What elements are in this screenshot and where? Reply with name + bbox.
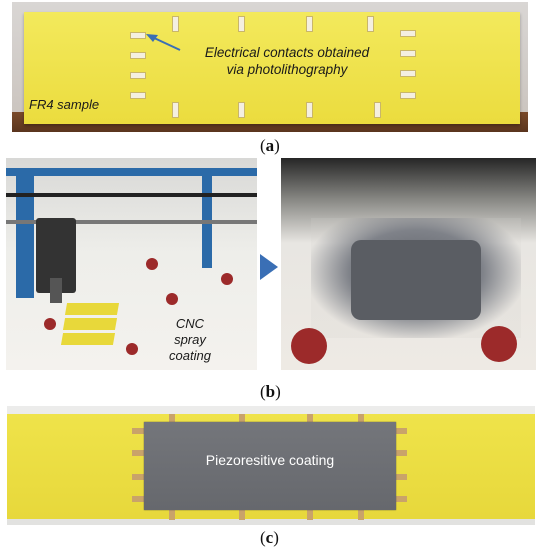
cnc-frame-left [16, 168, 34, 298]
cnc-label-line-2: spray [174, 332, 206, 347]
electrical-contact [400, 92, 416, 99]
sapienza-logo-icon [126, 343, 138, 355]
sapienza-logo-icon [481, 326, 517, 362]
sapienza-logo-icon [221, 273, 233, 285]
electrical-contact [172, 16, 179, 32]
cnc-frame-right [202, 168, 212, 268]
panel-a-photo: Electrical contacts obtained via photoli… [12, 2, 528, 132]
electrical-contact [306, 102, 313, 118]
caption-paren: ( [260, 528, 266, 547]
electrical-contact [391, 496, 407, 502]
caption-paren: ( [260, 382, 266, 401]
electrical-contact [132, 450, 148, 456]
electrical-contact [400, 50, 416, 57]
caption-paren: ( [260, 136, 266, 155]
panel-b-right-photo [281, 158, 536, 370]
sample-label: FR4 sample [29, 97, 100, 112]
electrical-contact [391, 428, 407, 434]
piezoresistive-coating [144, 422, 396, 510]
electrical-contact [391, 474, 407, 480]
electrical-contact [391, 450, 407, 456]
electrical-contact [306, 16, 313, 32]
electrical-contact [130, 72, 146, 79]
electrical-contact [358, 504, 364, 520]
sapienza-logo-icon [44, 318, 56, 330]
panel-c-photo: Piezoresitive coating [7, 406, 535, 525]
electrical-contact [132, 428, 148, 434]
caption-b: (b) [260, 382, 281, 402]
cnc-label: CNC spray coating [169, 316, 211, 364]
annotation-arrow-icon [146, 34, 181, 51]
electrical-contact [238, 102, 245, 118]
electrical-contact [307, 504, 313, 520]
fr4-sample [64, 303, 120, 315]
sapienza-logo-icon [166, 293, 178, 305]
sapienza-logo-icon [146, 258, 158, 270]
caption-letter: b [265, 382, 276, 401]
caption-c: (c) [260, 528, 279, 548]
cnc-rod [6, 220, 257, 224]
electrical-contact [400, 70, 416, 77]
fr4-sample [60, 333, 116, 345]
electrical-contact [130, 32, 146, 39]
cnc-frame-top [6, 168, 257, 176]
electrical-contact [172, 102, 179, 118]
cnc-nozzle [50, 278, 62, 303]
annotation-line-2: via photolithography [226, 62, 348, 77]
coated-samples [351, 240, 481, 320]
electrical-contact [367, 16, 374, 32]
caption-paren: ) [274, 136, 280, 155]
electrical-contact [400, 30, 416, 37]
caption-paren: ) [275, 382, 281, 401]
fr4-sample [62, 318, 118, 330]
electrical-contact [130, 52, 146, 59]
sapienza-logo-icon [291, 328, 327, 364]
annotation-text: Electrical contacts obtained via photoli… [172, 44, 402, 78]
caption-letter: c [265, 528, 274, 547]
electrical-contact [169, 504, 175, 520]
fr4-board [24, 12, 520, 124]
cnc-label-line-1: CNC [175, 316, 205, 331]
process-arrow-icon [260, 254, 278, 280]
electrical-contact [130, 92, 146, 99]
electrical-contact [132, 496, 148, 502]
electrical-contact [238, 16, 245, 32]
cnc-rod [6, 193, 257, 197]
cnc-label-line-3: coating [169, 348, 211, 363]
caption-letter: a [265, 136, 275, 155]
annotation-line-1: Electrical contacts obtained [204, 45, 370, 60]
caption-paren: ) [273, 528, 279, 547]
electrical-contact [374, 102, 381, 118]
electrical-contact [239, 504, 245, 520]
electrical-contact [132, 474, 148, 480]
caption-a: (a) [260, 136, 280, 156]
panel-b-left-photo: CNC spray coating [6, 158, 257, 370]
coating-label: Piezoresitive coating [205, 452, 335, 468]
